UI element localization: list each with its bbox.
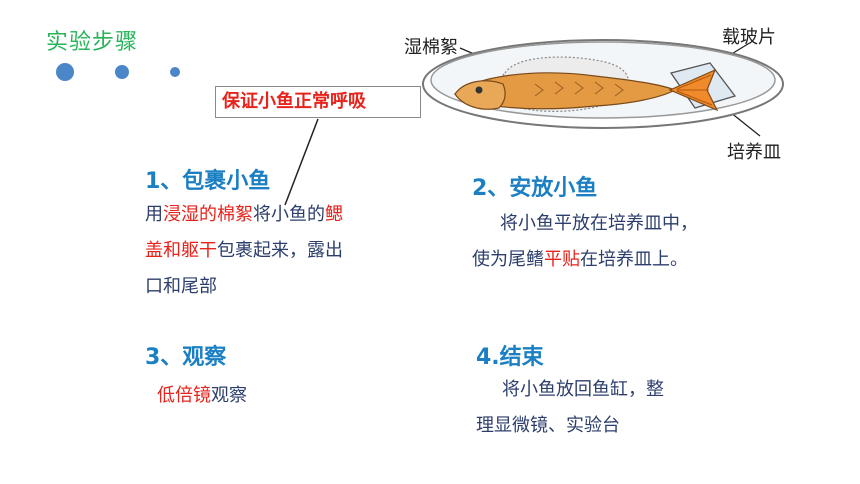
step3-text: 低倍镜观察	[157, 378, 247, 414]
label-glass-slide: 载玻片	[722, 27, 776, 48]
step1-text: 用浸湿的棉絮将小鱼的鳃 盖和躯干包裹起来，露出 口和尾部	[145, 197, 395, 305]
step1-text-part: 将小鱼的	[253, 204, 325, 225]
step1-emphasis-body: 盖和躯干	[145, 240, 217, 261]
step3-text-part: 观察	[211, 385, 247, 406]
step2-text: 将小鱼平放在培养皿中， 使为尾鳍平贴在培养皿上。	[472, 206, 772, 278]
step2-text-part: 在培养皿上。	[580, 249, 688, 270]
step2-emphasis-flat: 平贴	[544, 249, 580, 270]
page-title: 实验步骤	[46, 30, 139, 55]
step1-emphasis-gill: 鳃	[325, 204, 343, 225]
fish-petri-dish-illustration	[422, 39, 784, 129]
callout-box: 保证小鱼正常呼吸	[215, 86, 421, 118]
step4-heading: 4.结束	[476, 345, 544, 370]
step2-text-line1: 将小鱼平放在培养皿中，	[500, 213, 698, 234]
step3-heading: 3、观察	[145, 345, 227, 370]
step4-text-line2: 理显微镜、实验台	[476, 415, 620, 436]
decor-dot-large	[56, 63, 74, 81]
step2-text-part: 使为尾鳍	[472, 249, 544, 270]
step4-text: 将小鱼放回鱼缸，整 理显微镜、实验台	[476, 372, 736, 444]
step1-text-part: 包裹起来，露出	[217, 240, 343, 261]
label-petri-dish: 培养皿	[727, 142, 781, 163]
label-wet-cotton: 湿棉絮	[404, 37, 458, 58]
step4-text-line1: 将小鱼放回鱼缸，整	[502, 379, 664, 400]
step1-heading: 1、包裹小鱼	[145, 169, 271, 194]
decor-dot-medium	[115, 65, 129, 79]
decor-dot-small	[170, 67, 180, 77]
step1-text-part: 用	[145, 204, 163, 225]
step3-emphasis-lowpower: 低倍镜	[157, 385, 211, 406]
step1-emphasis-cotton: 浸湿的棉絮	[163, 204, 253, 225]
step2-heading: 2、安放小鱼	[472, 176, 598, 201]
step1-text-line3: 口和尾部	[145, 276, 217, 297]
